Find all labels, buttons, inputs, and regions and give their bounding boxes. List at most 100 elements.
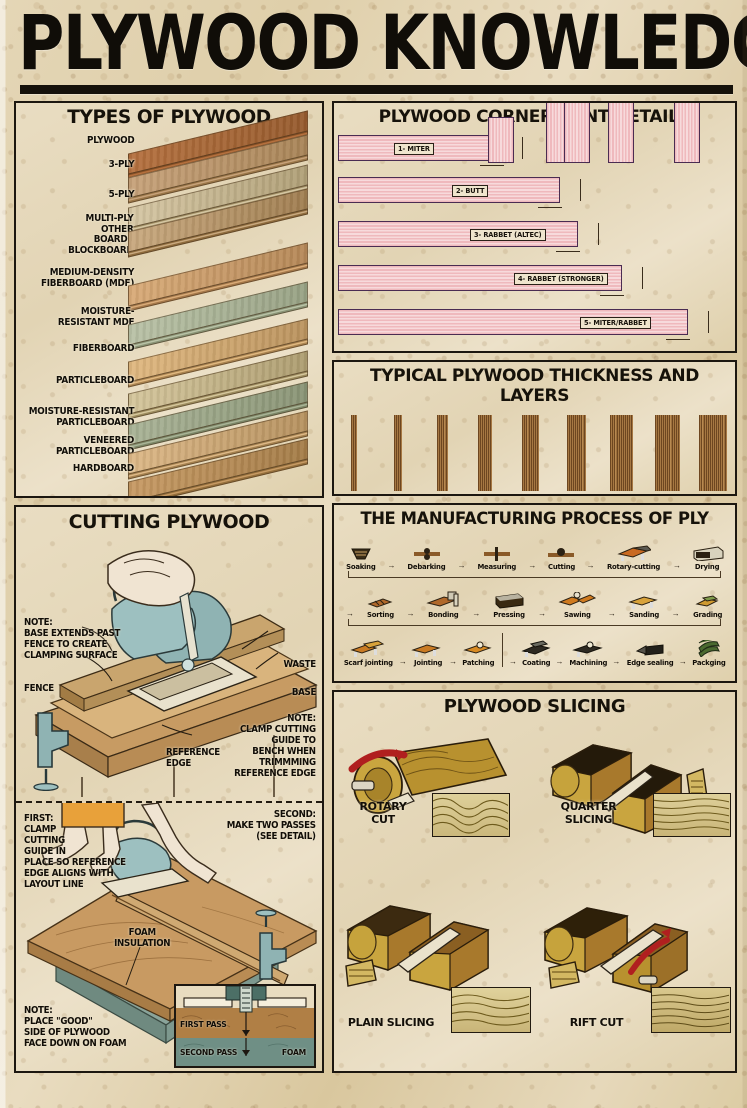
process-patching-icon bbox=[463, 638, 493, 657]
process-arrow-icon: → bbox=[671, 609, 680, 619]
joint-horizontal-member bbox=[338, 265, 622, 292]
cutting-panel-title: CUTTING PLYWOOD bbox=[68, 511, 270, 534]
process-step-label: Jointing bbox=[413, 658, 443, 668]
ply-layer bbox=[439, 415, 442, 492]
page-title: PLYWOOD KNOWLEDGE bbox=[18, 0, 747, 88]
process-arrow-icon: → bbox=[457, 561, 466, 571]
ply-layer bbox=[677, 415, 680, 492]
joint-vertical-member bbox=[674, 103, 700, 164]
process-step-label: Sorting bbox=[366, 610, 394, 620]
thickness-item: 4mm bbox=[342, 415, 366, 494]
process-step: Coating bbox=[521, 638, 551, 667]
process-arrow-icon: → bbox=[406, 609, 415, 619]
note-base-extends: NOTE: BASE EXTENDS PAST FENCE TO CREATE … bbox=[24, 617, 121, 662]
ply-layer bbox=[581, 415, 584, 492]
joint-dimension-line bbox=[600, 295, 624, 297]
process-arrow-icon: → bbox=[678, 657, 687, 667]
process-step-label: Grading bbox=[692, 610, 722, 620]
process-arrow-icon: → bbox=[345, 609, 354, 619]
process-rotary-cutting-icon bbox=[617, 542, 651, 562]
ply-layer bbox=[705, 415, 708, 492]
ply-layer bbox=[479, 415, 482, 492]
ply-layer bbox=[528, 415, 531, 492]
plywood-type-label: MOISTURE- RESISTANT MDF bbox=[57, 306, 135, 328]
thickness-label: 27mm bbox=[699, 494, 726, 496]
slicing-rift-cut: RIFT CUT bbox=[535, 878, 736, 1037]
ply-layer bbox=[720, 415, 723, 492]
thickness-item: 6.5mm bbox=[382, 415, 415, 494]
process-measuring-icon bbox=[483, 542, 510, 562]
poster-header: PLYWOOD KNOWLEDGE bbox=[14, 5, 747, 95]
thickness-item: 24mm bbox=[652, 415, 682, 496]
slicing-label-plain: PLAIN SLICING bbox=[347, 1015, 435, 1029]
slicing-panel-title: PLYWOOD SLICING bbox=[443, 696, 626, 718]
inset-label-second-pass: SECOND PASS bbox=[180, 1048, 238, 1058]
panel-plywood-slicing: PLYWOOD SLICING bbox=[332, 690, 737, 1074]
plywood-type-label: HARDBOARD bbox=[72, 463, 134, 475]
plain-slicing-svg bbox=[345, 905, 490, 992]
process-coating-icon bbox=[521, 638, 551, 658]
process-step-label: Rotary-cutting bbox=[607, 562, 661, 572]
process-step-label: Sawing bbox=[563, 610, 591, 620]
process-step: Drying bbox=[692, 542, 724, 571]
thickness-panel-title: TYPICAL PLYWOOD THICKNESS AND LAYERS bbox=[370, 366, 699, 407]
process-step: Pressing bbox=[492, 590, 526, 619]
process-step-label: Sanding bbox=[628, 610, 659, 620]
joint-vertical-member bbox=[564, 103, 590, 164]
thickness-item: 18mm bbox=[561, 415, 591, 494]
joint-dimension-line bbox=[538, 207, 562, 209]
process-scarf-jointing-icon bbox=[350, 638, 386, 658]
thickness-item: 9mm bbox=[430, 415, 454, 494]
label-fence: FENCE bbox=[24, 683, 54, 695]
ply-layer bbox=[671, 415, 674, 492]
thickness-ply-bar bbox=[393, 415, 403, 492]
ply-layer bbox=[566, 415, 569, 492]
quarter-grain-svg bbox=[651, 798, 731, 831]
ply-layer bbox=[665, 415, 668, 492]
ply-layer bbox=[483, 415, 487, 492]
ply-layer bbox=[575, 415, 578, 492]
ply-layer bbox=[536, 415, 539, 492]
note-first-clamp: FIRST: CLAMP CUTTING GUIDE IN PLACE SO R… bbox=[24, 813, 126, 891]
thickness-ply-bar bbox=[566, 415, 586, 492]
ply-layer bbox=[530, 415, 533, 492]
process-step: Sanding bbox=[628, 590, 660, 619]
label-foam-insulation: FOAM INSULATION bbox=[114, 927, 171, 950]
process-arrow-icon: → bbox=[449, 657, 458, 667]
ply-layer bbox=[631, 415, 634, 492]
ply-layer bbox=[627, 415, 630, 492]
thickness-label: 21mm bbox=[608, 494, 635, 496]
joint-dimension-line bbox=[480, 165, 504, 167]
ply-layer bbox=[486, 415, 489, 492]
joint-type-label: 1- MITER bbox=[394, 143, 434, 156]
ply-layer bbox=[532, 415, 535, 492]
slicing-rotary-cut: ROTARY CUT bbox=[334, 719, 535, 878]
ply-layer bbox=[718, 415, 721, 492]
thickness-label: 24mm bbox=[654, 494, 681, 496]
process-arrow-icon: → bbox=[555, 657, 564, 667]
ply-layer bbox=[616, 415, 619, 492]
thickness-item: 12mm bbox=[470, 415, 500, 494]
ply-layer bbox=[400, 415, 403, 492]
process-step-label: Packging bbox=[692, 658, 726, 668]
ply-layer bbox=[659, 415, 662, 492]
ply-layer bbox=[699, 415, 702, 492]
panel-cutting-plywood: CUTTING PLYWOOD bbox=[14, 505, 324, 1074]
process-bonding-icon bbox=[426, 590, 460, 609]
thickness-ply-bar bbox=[350, 415, 358, 492]
ply-layer bbox=[524, 415, 527, 492]
process-debarking-icon bbox=[413, 542, 440, 561]
plywood-type-label: PARTICLEBOARD bbox=[55, 375, 134, 387]
process-arrow-icon: → bbox=[472, 609, 481, 619]
joint-dimension-line bbox=[580, 179, 581, 202]
ply-layer bbox=[629, 415, 632, 492]
process-arrow-icon: → bbox=[586, 561, 595, 571]
thickness-ply-bar bbox=[437, 415, 448, 492]
process-step: Measuring bbox=[476, 542, 518, 571]
inset-label-first-pass: FIRST PASS bbox=[180, 1020, 227, 1030]
ply-layer bbox=[711, 415, 715, 492]
ply-layer bbox=[573, 415, 576, 492]
